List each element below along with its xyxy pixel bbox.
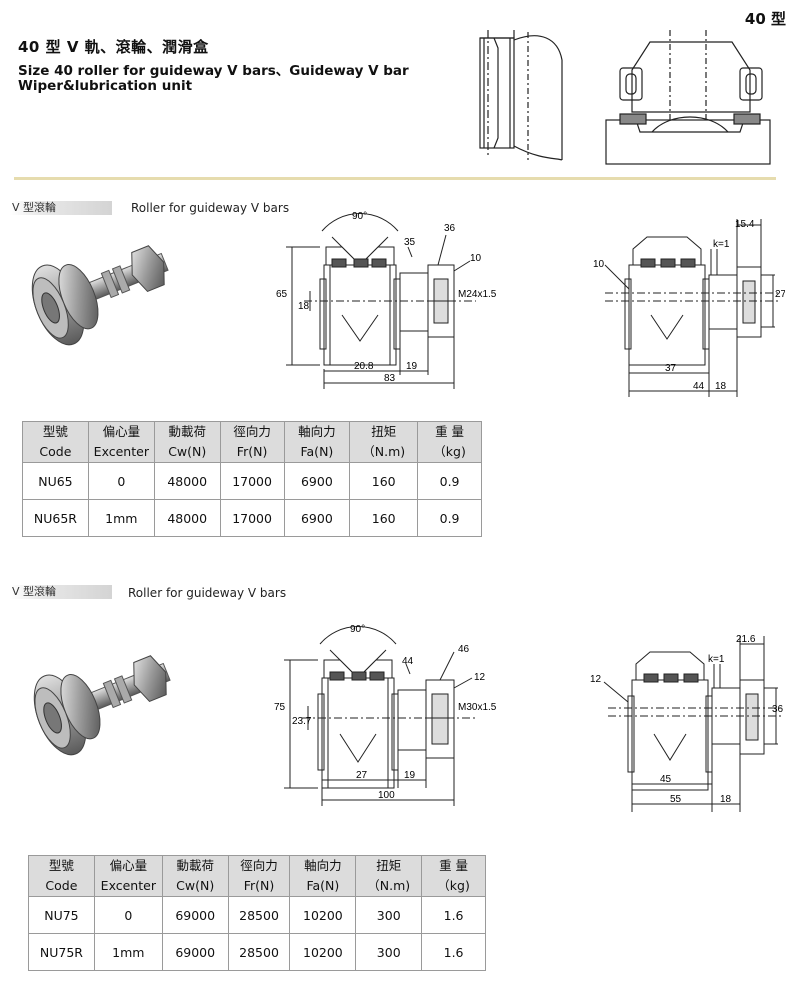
dim-angle-2: 90° [350,624,365,635]
page-subtitle-en: Wiper&lubrication unit [18,78,193,94]
dim-ecc-44-1: 44 [693,381,705,392]
dim-thread-2: M30x1.5 [458,702,497,713]
dim-height-1: 65 [276,289,288,300]
dim-ecc-offset-2: 21.6 [736,634,756,645]
dim-ecc-27-1: 27 [775,289,785,300]
guideway-header-drawing [479,30,771,165]
dim-k-1: k=1 [713,239,730,250]
roller-3d-render-1 [31,245,169,346]
roller-eccentric-drawing-2: 21.6 k=1 12 36 45 55 18 [590,634,784,812]
roller-side-drawing-1: 90° 35 36 10 M24x1.5 65 18 20.8 19 83 [276,211,497,389]
dim-36-1: 36 [444,223,456,234]
page-size-tag: 40 型 [744,10,786,28]
dim-bore-1: 18 [298,301,310,312]
section-subtitle-1: Roller for guideway V bars [131,201,290,215]
section-tab-2: V 型滾輪 [10,585,112,599]
col-header-torque: 扭矩（N.m) [349,421,419,463]
roller-eccentric-drawing-1: 15.4 k=1 10 27 37 44 18 [593,219,785,397]
dim-ecc-45-2: 45 [660,774,672,785]
col-header-weight: 重 量（kg) [421,855,486,897]
roller-side-drawing-2: 90° 44 46 12 M30x1.5 75 23.7 27 19 100 [274,624,497,806]
section-tab-1: V 型滾輪 [10,201,112,215]
dim-thread-1: M24x1.5 [458,289,497,300]
dim-total-1: 83 [384,373,396,384]
dim-ecc-10-1: 10 [593,259,605,270]
section-subtitle-2: Roller for guideway V bars [128,586,287,600]
dim-44-2: 44 [402,656,414,667]
header-divider [14,177,776,180]
dim-46-2: 46 [458,644,470,655]
dim-ecc-18-2: 18 [720,794,732,805]
dim-ecc-offset-1: 15.4 [735,219,755,230]
dim-width-a-2: 27 [356,770,368,781]
col-header-weight: 重 量（kg) [417,421,482,463]
dim-total-2: 100 [378,790,395,801]
page-title-cn: 40 型 V 軌、滾輪、潤滑盒 [18,38,209,56]
dim-ecc-36-2: 36 [772,704,784,715]
dim-width-a-1: 20.8 [354,361,374,372]
dim-angle-1: 90° [352,211,367,222]
dim-height-2: 75 [274,702,286,713]
dim-35-1: 35 [404,237,416,248]
dim-ecc-12-2: 12 [590,674,602,685]
col-header-torque: 扭矩（N.m) [355,855,423,897]
dim-width-b-1: 19 [406,361,418,372]
dim-bore-2: 23.7 [292,716,312,727]
dim-ecc-18-1: 18 [715,381,727,392]
roller-3d-render-2 [33,655,171,756]
dim-10-1: 10 [470,253,482,264]
page-title-en: Size 40 roller for guideway V bars、Guide… [18,63,409,79]
dim-12-2: 12 [474,672,486,683]
dim-ecc-37-1: 37 [665,363,677,374]
dim-width-b-2: 19 [404,770,416,781]
dim-ecc-55-2: 55 [670,794,682,805]
dim-k-2: k=1 [708,654,725,665]
